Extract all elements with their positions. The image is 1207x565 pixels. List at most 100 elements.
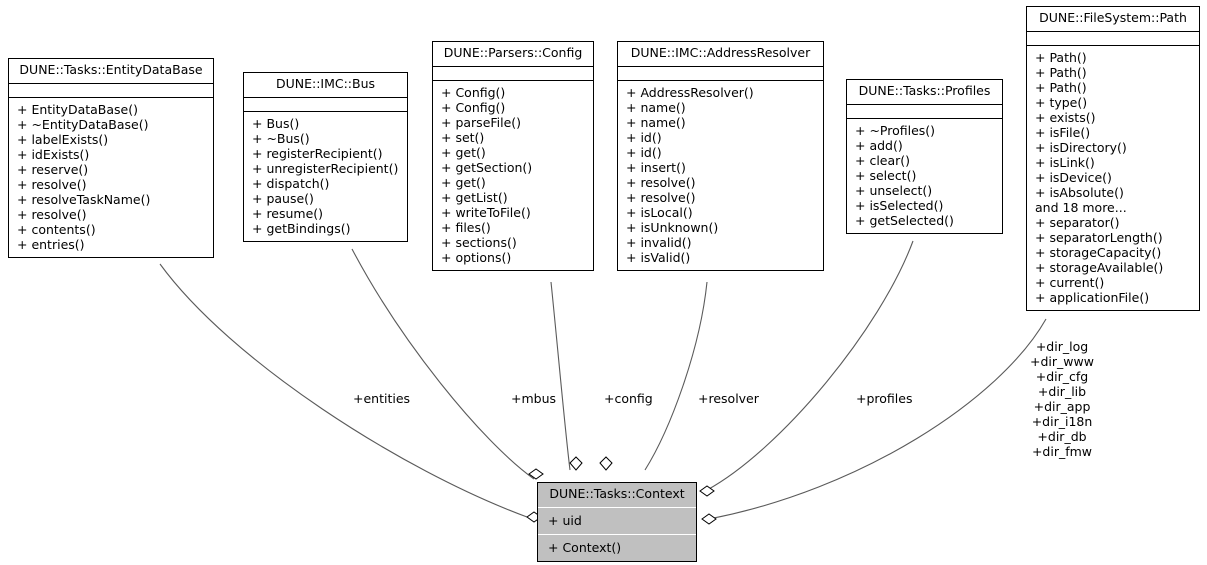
member: + ~EntityDataBase()	[17, 116, 149, 132]
member: + uid	[548, 512, 582, 528]
member: + add()	[855, 137, 903, 153]
member: + isValid()	[626, 249, 691, 265]
member: + isLocal()	[626, 204, 693, 220]
member: + unregisterRecipient()	[252, 160, 399, 176]
member: + dispatch()	[252, 175, 330, 191]
class-title-bus: DUNE::IMC::Bus	[244, 73, 407, 98]
class-box-bus[interactable]: DUNE::IMC::Bus + Bus() + ~Bus() + regist…	[243, 72, 408, 242]
member: + type()	[1035, 94, 1088, 110]
class-box-profiles[interactable]: DUNE::Tasks::Profiles + ~Profiles() + ad…	[846, 79, 1003, 234]
member: + exists()	[1035, 109, 1096, 125]
member: + get()	[441, 174, 486, 190]
edge-label-resolver: +resolver	[698, 391, 759, 406]
member: + labelExists()	[17, 131, 109, 147]
edge-label-entities: +entities	[353, 391, 411, 406]
member: + storageAvailable()	[1035, 259, 1164, 275]
member: + EntityDataBase()	[17, 101, 138, 117]
member: + reserve()	[17, 161, 89, 177]
edge-label-dir-www: +dir_www	[1030, 354, 1094, 369]
class-title-context: DUNE::Tasks::Context	[538, 483, 696, 508]
class-operations-path: + Path() + Path() + Path() + type() + ex…	[1027, 46, 1199, 310]
class-attributes-entitydatabase	[9, 84, 213, 98]
member: + Bus()	[252, 115, 300, 131]
edge-dirs	[708, 318, 1047, 520]
member: + files()	[441, 219, 491, 235]
class-box-context[interactable]: DUNE::Tasks::Context + uid + Context()	[537, 482, 697, 562]
member: + get()	[441, 144, 486, 160]
member: + sections()	[441, 234, 517, 250]
member: + separator()	[1035, 214, 1120, 230]
member: + contents()	[17, 221, 96, 237]
member: + resolveTaskName()	[17, 191, 151, 207]
member: + getSelected()	[855, 212, 954, 228]
class-title-addressresolver: DUNE::IMC::AddressResolver	[618, 42, 823, 67]
member: + parseFile()	[441, 114, 522, 130]
member: + isLink()	[1035, 154, 1095, 170]
diamond-profiles	[699, 485, 715, 497]
member: + resolve()	[17, 206, 87, 222]
class-box-config[interactable]: DUNE::Parsers::Config + Config() + Confi…	[432, 41, 594, 271]
member: + set()	[441, 129, 485, 145]
member: + insert()	[626, 159, 686, 175]
class-title-entitydatabase: DUNE::Tasks::EntityDataBase	[9, 59, 213, 84]
member: + storageCapacity()	[1035, 244, 1162, 260]
class-operations-profiles: + ~Profiles() + add() + clear() + select…	[847, 119, 1002, 233]
member: + select()	[855, 167, 917, 183]
edge-resolver	[644, 281, 708, 471]
edge-label-dirs: +dir_log +dir_www +dir_cfg +dir_lib +dir…	[1016, 339, 1108, 459]
member: + resolve()	[17, 176, 87, 192]
member: + current()	[1035, 274, 1105, 290]
class-box-path[interactable]: DUNE::FileSystem::Path + Path() + Path()…	[1026, 6, 1200, 311]
member: + getSection()	[441, 159, 533, 175]
member: + clear()	[855, 152, 911, 168]
class-attributes-context: + uid	[538, 508, 696, 535]
edge-entities	[159, 263, 528, 518]
class-attributes-config	[433, 67, 593, 81]
diamond-mbus	[528, 468, 544, 480]
edge-label-dir-cfg: +dir_cfg	[1035, 369, 1089, 384]
class-operations-addressresolver: + AddressResolver() + name() + name() + …	[618, 81, 823, 270]
class-box-entitydatabase[interactable]: DUNE::Tasks::EntityDataBase + EntityData…	[8, 58, 214, 258]
member: + resolve()	[626, 174, 696, 190]
class-attributes-addressresolver	[618, 67, 823, 81]
edge-label-dir-fmw: +dir_fmw	[1031, 444, 1093, 459]
member: + registerRecipient()	[252, 145, 383, 161]
member: + id()	[626, 144, 662, 160]
class-operations-bus: + Bus() + ~Bus() + registerRecipient() +…	[244, 112, 407, 241]
member-more: and 18 more...	[1035, 199, 1127, 215]
class-operations-context: + Context()	[538, 535, 696, 561]
edge-label-config: +config	[604, 391, 653, 406]
edge-label-dir-log: +dir_log	[1035, 339, 1089, 354]
member: + options()	[441, 249, 512, 265]
class-title-path: DUNE::FileSystem::Path	[1027, 7, 1199, 32]
edge-profiles	[706, 240, 914, 491]
member: + isDevice()	[1035, 169, 1112, 185]
class-operations-entitydatabase: + EntityDataBase() + ~EntityDataBase() +…	[9, 98, 213, 257]
member: + pause()	[252, 190, 314, 206]
diamond-resolver	[599, 456, 613, 471]
member: + name()	[626, 99, 686, 115]
member: + unselect()	[855, 182, 933, 198]
member: + ~Bus()	[252, 130, 310, 146]
member: + idExists()	[17, 146, 90, 162]
edge-label-dir-i18n: +dir_i18n	[1031, 414, 1093, 429]
member: + ~Profiles()	[855, 122, 936, 138]
member: + Path()	[1035, 64, 1087, 80]
class-box-addressresolver[interactable]: DUNE::IMC::AddressResolver + AddressReso…	[617, 41, 824, 271]
member: + invalid()	[626, 234, 692, 250]
member: + isFile()	[1035, 124, 1091, 140]
member: + Config()	[441, 84, 506, 100]
member: + isSelected()	[855, 197, 944, 213]
member: + writeToFile()	[441, 204, 531, 220]
edge-label-mbus: +mbus	[511, 391, 557, 406]
class-title-config: DUNE::Parsers::Config	[433, 42, 593, 67]
member: + isAbsolute()	[1035, 184, 1124, 200]
diamond-dirs	[701, 513, 717, 525]
member: + Context()	[548, 539, 622, 555]
edge-label-dir-lib: +dir_lib	[1037, 384, 1087, 399]
member: + name()	[626, 114, 686, 130]
member: + isUnknown()	[626, 219, 719, 235]
member: + Path()	[1035, 49, 1087, 65]
member: + AddressResolver()	[626, 84, 754, 100]
